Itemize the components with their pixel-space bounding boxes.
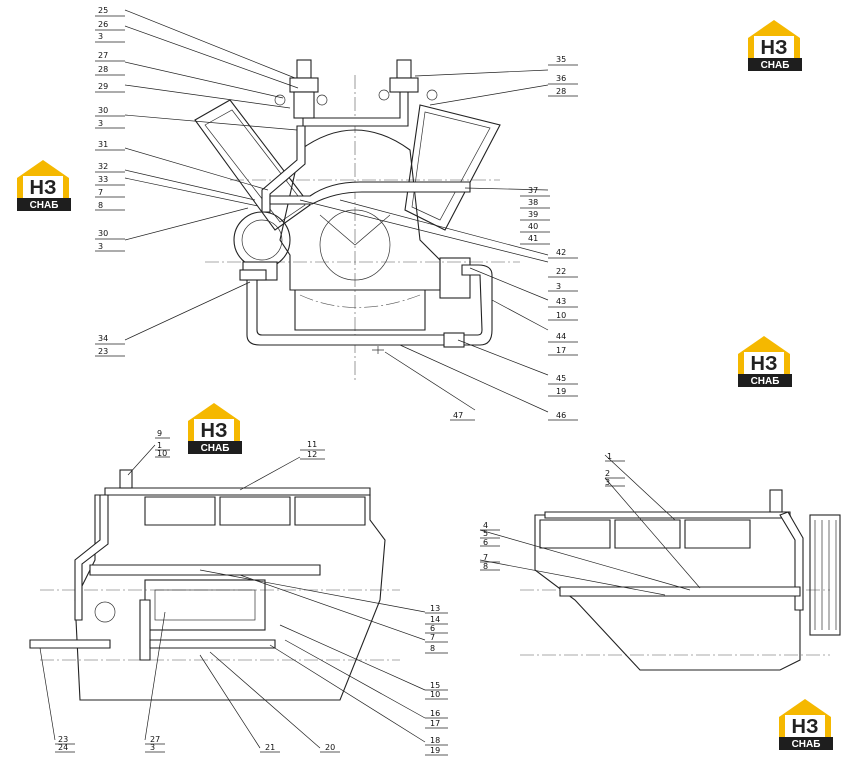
- part-label: 27: [150, 735, 160, 744]
- part-label: 1: [157, 441, 162, 450]
- part-label: 1: [607, 452, 612, 461]
- part-label: 27: [98, 51, 108, 60]
- logo-name: СНАБ: [30, 200, 59, 211]
- part-label: 15: [430, 681, 440, 690]
- part-label: 47: [453, 411, 463, 420]
- part-label: 2: [605, 469, 610, 478]
- part-label: 41: [528, 234, 538, 243]
- part-label: 7: [430, 633, 435, 642]
- part-label: 7: [98, 188, 103, 197]
- part-label: 6: [430, 624, 435, 633]
- part-label: 26: [98, 20, 108, 29]
- part-label: 17: [430, 719, 440, 728]
- logo-name: СНАБ: [751, 376, 780, 387]
- part-label: 22: [556, 267, 566, 276]
- part-label: 37: [528, 186, 538, 195]
- part-label: 39: [528, 210, 538, 219]
- part-label: 3: [98, 242, 103, 251]
- part-label: 6: [483, 538, 488, 547]
- part-label: 9: [157, 429, 162, 438]
- part-label: 21: [265, 743, 275, 752]
- part-label: 10: [430, 690, 440, 699]
- part-label: 33: [98, 175, 108, 184]
- part-label: 8: [98, 201, 103, 210]
- part-label: 44: [556, 332, 566, 341]
- part-label: 45: [556, 374, 566, 383]
- part-label: 12: [307, 450, 317, 459]
- part-label: 43: [556, 297, 566, 306]
- part-label: 42: [556, 248, 566, 257]
- logo-name: СНАБ: [792, 739, 821, 750]
- part-label: 17: [556, 346, 566, 355]
- logo-name: СНАБ: [761, 60, 790, 71]
- part-label: 31: [98, 140, 108, 149]
- part-label: 24: [58, 743, 68, 752]
- part-label: 34: [98, 334, 108, 343]
- part-label: 10: [157, 449, 167, 458]
- part-label: 10: [556, 311, 566, 320]
- part-label: 25: [98, 6, 108, 15]
- part-label: 13: [430, 604, 440, 613]
- part-label: 38: [528, 198, 538, 207]
- bottom-right-view: [479, 454, 841, 671]
- part-label: 40: [528, 222, 538, 231]
- logo-initials: НЗ: [761, 37, 788, 59]
- part-label: 28: [556, 87, 566, 96]
- logo-initials: НЗ: [201, 420, 228, 442]
- part-label: 8: [483, 562, 488, 571]
- part-label: 20: [325, 743, 335, 752]
- bottom-left-view: [29, 437, 448, 756]
- part-label: 29: [98, 82, 108, 91]
- part-label: 11: [307, 440, 317, 449]
- part-label: 8: [430, 644, 435, 653]
- part-label: 4: [483, 521, 488, 530]
- part-label: 35: [556, 55, 566, 64]
- part-label: 28: [98, 65, 108, 74]
- part-label: 46: [556, 411, 566, 420]
- part-label: 3: [605, 478, 610, 487]
- part-label: 19: [430, 746, 440, 755]
- part-label: 32: [98, 162, 108, 171]
- part-label: 16: [430, 709, 440, 718]
- part-label: 19: [556, 387, 566, 396]
- part-label: 3: [150, 743, 155, 752]
- part-label: 3: [556, 282, 561, 291]
- part-label: 14: [430, 615, 440, 624]
- part-label: 7: [483, 553, 488, 562]
- logo-name: СНАБ: [201, 443, 230, 454]
- part-label: 3: [98, 32, 103, 41]
- part-label: 18: [430, 736, 440, 745]
- logo-initials: НЗ: [30, 177, 57, 199]
- part-label: 5: [483, 529, 488, 538]
- part-label: 36: [556, 74, 566, 83]
- part-label: 30: [98, 106, 108, 115]
- part-label: 23: [98, 347, 108, 356]
- top-view: [95, 9, 578, 421]
- part-label: 30: [98, 229, 108, 238]
- logo-initials: НЗ: [751, 353, 778, 375]
- logo-initials: НЗ: [792, 716, 819, 738]
- part-label: 3: [98, 119, 103, 128]
- part-label: 23: [58, 735, 68, 744]
- part-number-labels: 2526327282930331323378303342335362837383…: [58, 6, 612, 755]
